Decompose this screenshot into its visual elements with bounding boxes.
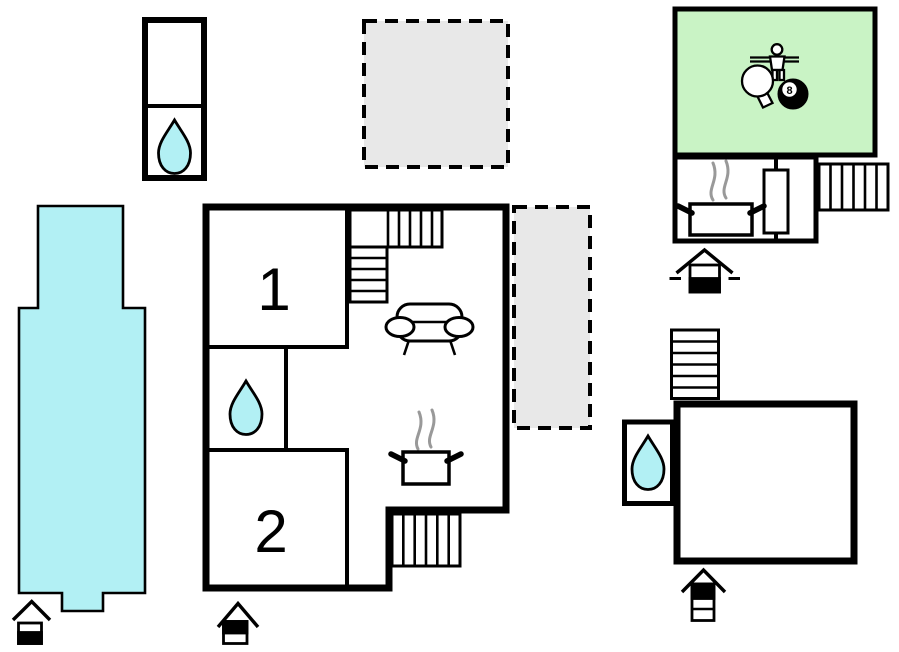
staircase-icon <box>817 162 890 212</box>
eight-ball-circle <box>782 82 797 97</box>
stair-lower-run <box>348 245 389 304</box>
steam-line <box>415 410 423 451</box>
sofa-icon <box>384 302 475 356</box>
stair-treads <box>386 211 434 246</box>
guest-house-outer-walls <box>673 400 858 565</box>
game-room <box>672 6 878 158</box>
pool-entrance-icon <box>11 599 52 645</box>
entrance-door <box>688 277 721 294</box>
main-house-outer-walls <box>202 203 510 592</box>
main-house-inner-walls <box>209 210 349 585</box>
stair-treads <box>829 165 878 209</box>
entrance-roof <box>216 600 260 629</box>
terrace-top <box>362 19 510 169</box>
sofa-arm-right <box>443 316 475 338</box>
steam-line <box>428 408 436 449</box>
table-tennis-paddle-icon <box>740 64 775 110</box>
pot-handles <box>675 203 767 216</box>
player-legs <box>771 68 786 82</box>
entrance-roof <box>11 599 52 622</box>
entrance-door <box>222 620 249 635</box>
entrance-roof <box>675 247 734 275</box>
player-torso <box>768 55 786 72</box>
sofa-arm-left <box>384 316 416 338</box>
pool-house <box>142 17 207 181</box>
stair-upper-run <box>348 208 444 249</box>
game-house: 8 <box>672 6 890 244</box>
stair-treads <box>673 340 717 389</box>
main-house: 1 2 <box>202 203 510 592</box>
stove-icon <box>675 159 767 237</box>
sofa-legs <box>402 339 457 356</box>
eight-ball-number: 8 <box>786 85 792 97</box>
pool-house-walls <box>142 17 207 181</box>
pot-body <box>688 202 754 237</box>
billiard-8-ball-icon: 8 <box>777 78 809 110</box>
foosball-player-icon <box>750 43 799 82</box>
main-house-entrance-icon <box>216 600 260 645</box>
guest-house <box>622 328 858 565</box>
entrance-door <box>690 582 716 600</box>
stair-treads <box>402 515 450 565</box>
swimming-pool <box>17 204 147 613</box>
room-label-1: 1 <box>257 256 290 323</box>
entrance-door <box>17 631 43 645</box>
entrance-roof <box>680 567 727 594</box>
staircase-icon <box>670 328 720 400</box>
stove-icon <box>388 408 464 486</box>
player-head <box>770 43 784 56</box>
staircase-icon <box>348 208 444 304</box>
pot-handles <box>388 451 464 464</box>
steam-line <box>722 159 730 200</box>
terrace-right <box>512 205 592 430</box>
guest-house-entrance-icon <box>680 567 727 622</box>
room-label-2: 2 <box>254 498 287 565</box>
door-icon <box>762 168 790 235</box>
steam-line <box>709 161 717 202</box>
staircase-icon <box>390 512 462 568</box>
stair-treads <box>351 256 386 293</box>
game-house-entrance-icon <box>669 247 740 294</box>
paddle-blade <box>740 64 775 98</box>
pot-body <box>401 450 451 486</box>
